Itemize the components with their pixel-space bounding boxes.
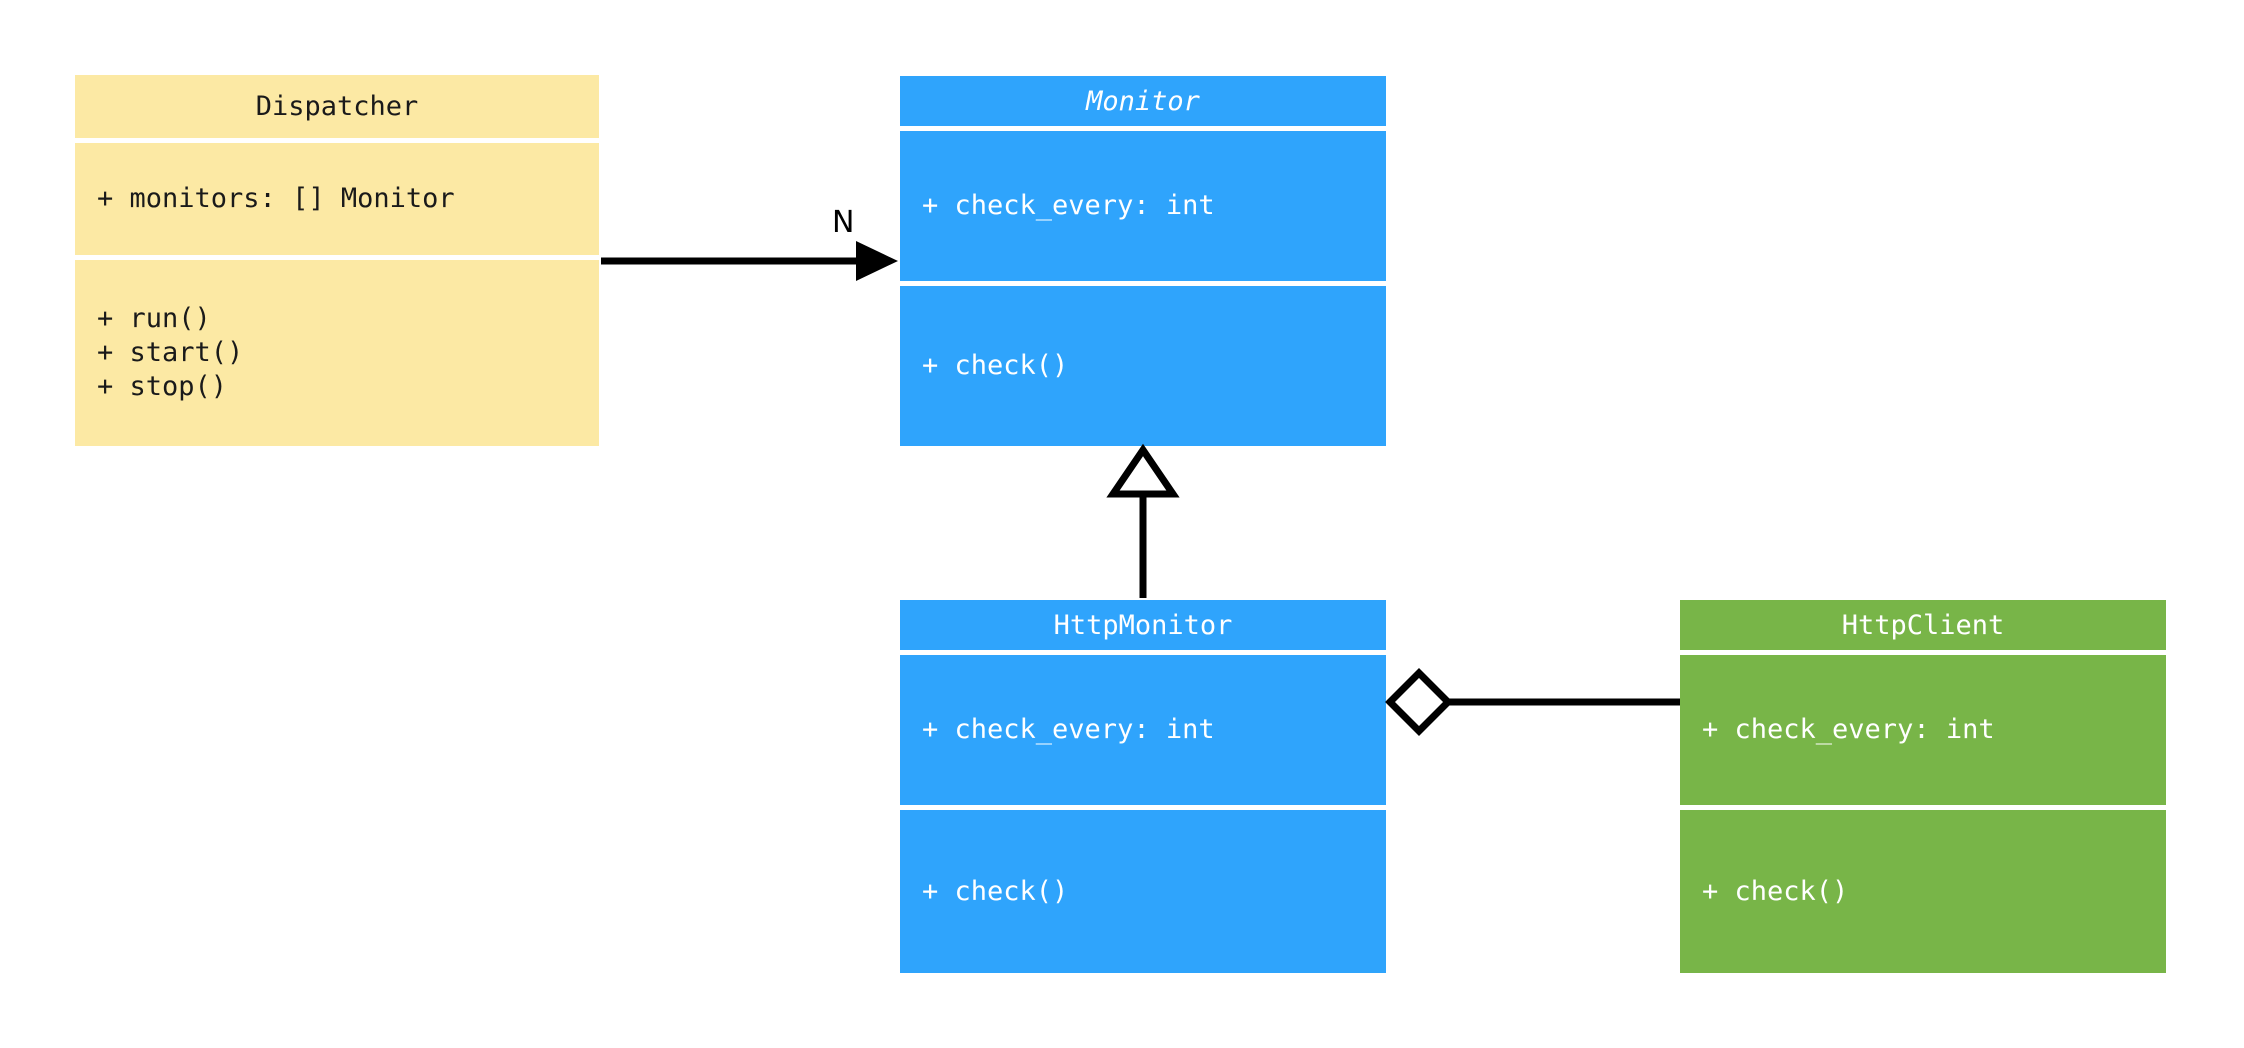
method-row: + check(): [922, 350, 1069, 381]
uml-class-dispatcher[interactable]: Dispatcher + monitors: [] Monitor + run(…: [75, 75, 599, 446]
class-methods-dispatcher: + run() + start() + stop(): [75, 260, 599, 446]
class-methods-httpclient: + check(): [1680, 810, 2166, 973]
class-methods-monitor: + check(): [900, 286, 1386, 446]
connector-httpmonitor-to-monitor: [1106, 443, 1180, 598]
class-attributes-dispatcher: + monitors: [] Monitor: [75, 143, 599, 255]
uml-class-httpmonitor[interactable]: HttpMonitor + check_every: int + check(): [900, 600, 1386, 973]
class-attributes-httpmonitor: + check_every: int: [900, 655, 1386, 805]
connector-httpmonitor-to-httpclient: [1385, 668, 1680, 736]
uml-class-httpclient[interactable]: HttpClient + check_every: int + check(): [1680, 600, 2166, 973]
class-attributes-httpclient: + check_every: int: [1680, 655, 2166, 805]
edge-label-multiplicity-n: N: [832, 205, 855, 240]
attribute-row: + check_every: int: [1702, 714, 1995, 745]
hollow-triangle-arrowhead-icon: [1106, 443, 1180, 498]
class-attributes-monitor: + check_every: int: [900, 131, 1386, 281]
class-title-monitor: Monitor: [900, 76, 1386, 126]
attribute-row: + monitors: [] Monitor: [97, 183, 455, 214]
attribute-row: + check_every: int: [922, 714, 1215, 745]
class-title-httpmonitor: HttpMonitor: [900, 600, 1386, 650]
method-row: + stop(): [97, 371, 228, 402]
method-row: + check(): [1702, 875, 1849, 907]
class-methods-httpmonitor: + check(): [900, 810, 1386, 973]
method-row: + check(): [922, 875, 1069, 907]
method-row: + run(): [97, 303, 211, 334]
class-title-dispatcher: Dispatcher: [75, 75, 599, 138]
filled-arrowhead-icon: [856, 241, 898, 281]
uml-class-monitor[interactable]: Monitor + check_every: int + check(): [900, 76, 1386, 446]
attribute-row: + check_every: int: [922, 190, 1215, 221]
connector-dispatcher-to-monitor: [601, 241, 898, 281]
class-title-httpclient: HttpClient: [1680, 600, 2166, 650]
hollow-diamond-icon: [1385, 668, 1453, 736]
method-row: + start(): [97, 337, 244, 368]
